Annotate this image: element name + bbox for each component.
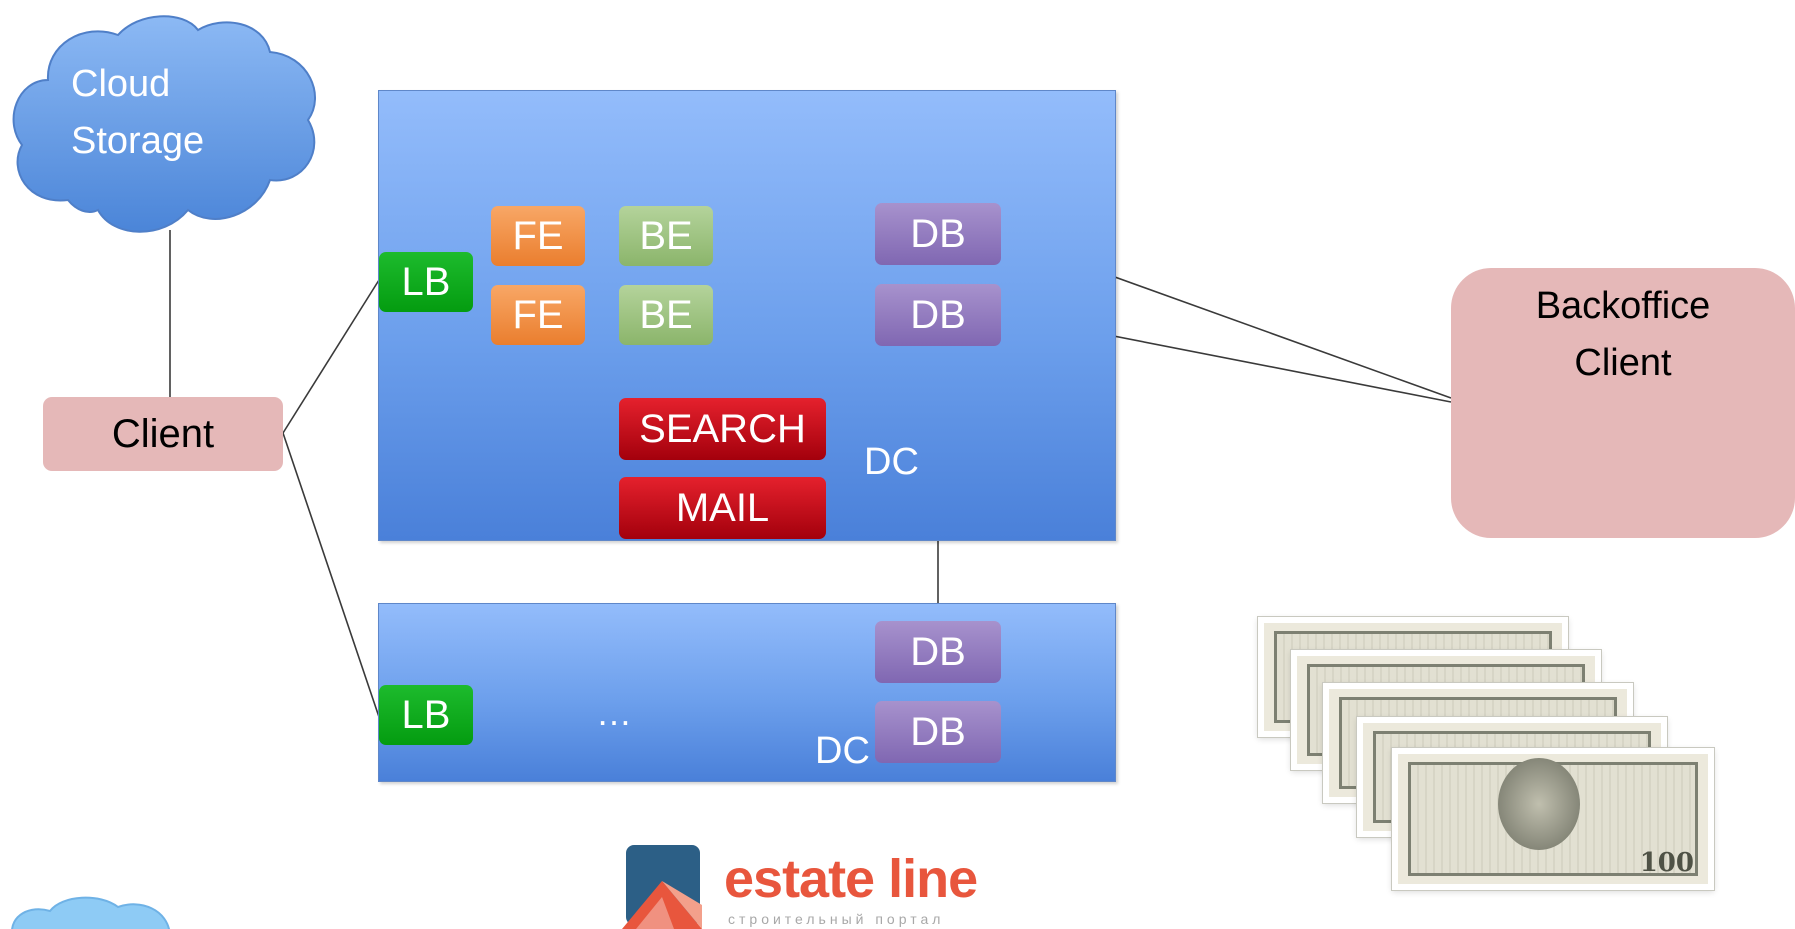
cloud-storage-label: Cloud Storage	[71, 56, 204, 170]
estate-line-logo-icon	[622, 845, 702, 929]
cloud-label-line2: Storage	[71, 120, 205, 162]
datacenter-2	[378, 603, 1116, 782]
search-service: SEARCH	[619, 398, 826, 460]
client-node: Client	[43, 397, 283, 471]
banknote-denomination: 100	[1639, 848, 1694, 878]
dc2-db2-label: DB	[910, 709, 966, 754]
fe2-label: FE	[512, 292, 564, 337]
dc2-label: DC	[815, 730, 870, 772]
cloud-storage-icon	[12, 15, 317, 233]
frontend-2: FE	[491, 285, 585, 345]
client-label: Client	[111, 411, 215, 456]
link-client-lb2	[282, 432, 380, 718]
dc1-label: DC	[864, 441, 919, 483]
backend-1: BE	[619, 206, 713, 266]
backoffice-label-line1: Backoffice	[1535, 285, 1711, 327]
banknote-front: 100	[1392, 748, 1714, 890]
backoffice-client-node: Backoffice Client	[1451, 268, 1795, 538]
database-1: DB	[875, 203, 1001, 265]
be2-label: BE	[639, 292, 693, 337]
database-2: DB	[875, 284, 1001, 346]
backend-2: BE	[619, 285, 713, 345]
lb2-label: LB	[401, 692, 451, 737]
dc2-ellipsis: …	[596, 692, 636, 733]
db2-label: DB	[910, 292, 966, 337]
dc2-database-1: DB	[875, 621, 1001, 683]
logo-tagline: строительный портал	[728, 911, 945, 927]
logo-name: estate line	[724, 849, 978, 909]
frontend-1: FE	[491, 206, 585, 266]
lb1-label: LB	[401, 259, 451, 304]
search-label: SEARCH	[639, 406, 806, 451]
dc2-db1-label: DB	[910, 629, 966, 674]
small-cloud-icon	[11, 896, 170, 929]
cloud-label-line1: Cloud	[71, 63, 171, 105]
load-balancer-2: LB	[379, 685, 473, 745]
mail-service: MAIL	[619, 477, 826, 539]
be1-label: BE	[639, 213, 693, 258]
fe1-label: FE	[512, 213, 564, 258]
db1-label: DB	[910, 211, 966, 256]
mail-label: MAIL	[675, 485, 770, 530]
datacenter-1	[378, 90, 1116, 541]
load-balancer-1: LB	[379, 252, 473, 312]
dc2-database-2: DB	[875, 701, 1001, 763]
portrait-icon	[1498, 758, 1580, 850]
backoffice-label-line2: Client	[1574, 342, 1672, 384]
link-client-lb1	[282, 279, 380, 434]
